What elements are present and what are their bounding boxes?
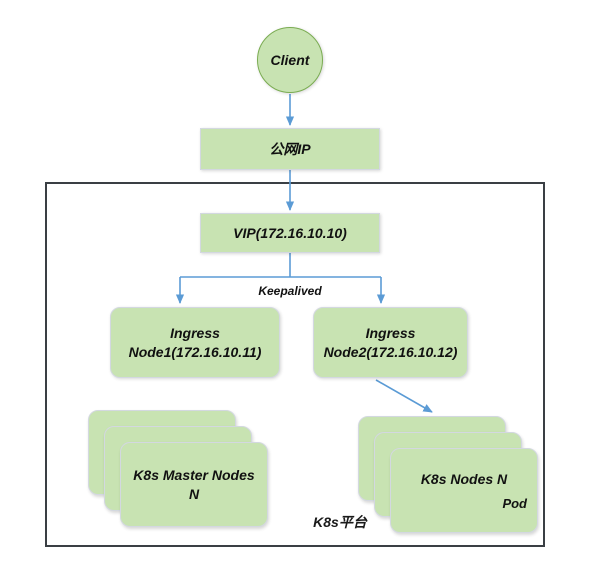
stack-layer-front[interactable]: K8s Nodes N Pod	[390, 448, 538, 533]
node-ingress-node1-line2: Node1(172.16.10.11)	[128, 343, 262, 360]
stack-layer-front[interactable]: K8s Master Nodes N	[120, 442, 268, 527]
k8s-platform-container	[45, 182, 545, 547]
node-public-ip-label: 公网IP	[269, 140, 311, 157]
node-k8s-master-nodes-line1: K8s Master Nodes	[133, 467, 255, 484]
node-client-label: Client	[270, 51, 310, 68]
node-ingress-node1[interactable]: Ingress Node1(172.16.10.11)	[110, 307, 280, 378]
node-ingress-node2[interactable]: Ingress Node2(172.16.10.12)	[313, 307, 468, 378]
node-client[interactable]: Client	[257, 27, 323, 93]
edge-label-keepalived: Keepalived	[258, 284, 322, 298]
node-k8s-nodes-pod-label: Pod	[502, 496, 527, 512]
k8s-platform-label: K8s平台	[313, 514, 367, 530]
node-ingress-node2-line2: Node2(172.16.10.12)	[323, 343, 458, 360]
node-vip-label: VIP(172.16.10.10)	[233, 224, 347, 241]
node-vip[interactable]: VIP(172.16.10.10)	[200, 213, 380, 253]
node-k8s-nodes-line1: K8s Nodes N	[420, 470, 508, 487]
node-k8s-master-nodes-line2: N	[188, 485, 200, 502]
node-ingress-node2-line1: Ingress	[365, 324, 416, 341]
node-public-ip[interactable]: 公网IP	[200, 128, 380, 170]
node-ingress-node1-line1: Ingress	[170, 324, 220, 341]
